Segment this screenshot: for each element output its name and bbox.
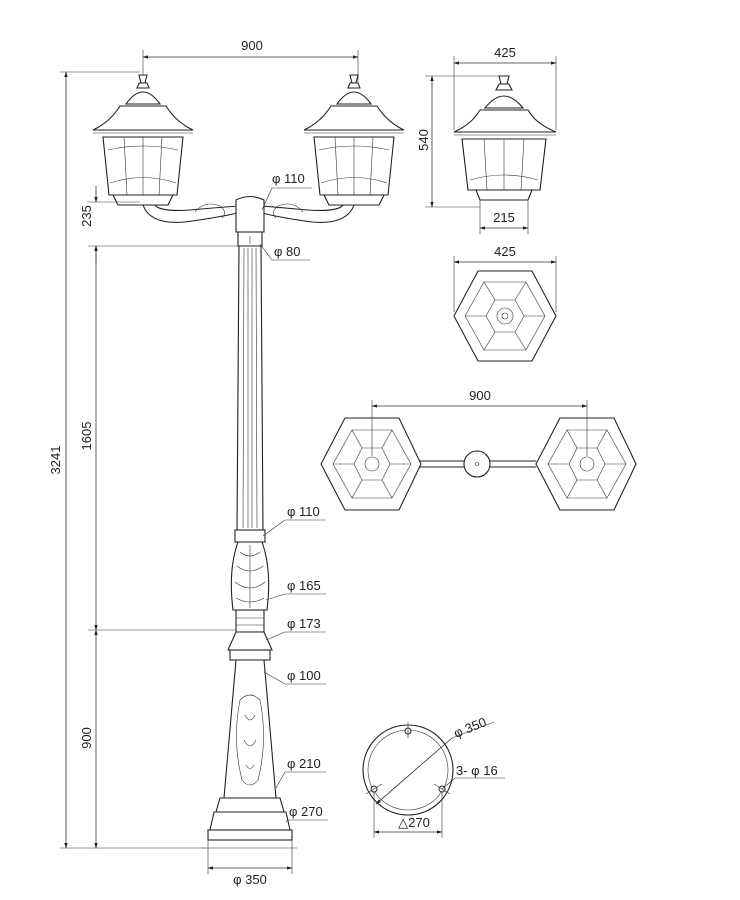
leader-phi-100: φ 100 <box>263 668 326 685</box>
leader-phi-80-label: φ 80 <box>274 244 301 259</box>
base-flange-view <box>362 722 454 816</box>
leader-phi-270: φ 270 <box>285 804 328 823</box>
fluted-shaft <box>234 245 266 543</box>
dim-total-height: 3241 <box>48 71 205 849</box>
leader-phi-110-top: φ 110 <box>261 171 312 211</box>
dim-bolt-pcd-label: △270 <box>398 815 430 830</box>
leader-phi-110-mid-label: φ 110 <box>287 504 320 519</box>
leader-phi-270-label: φ 270 <box>289 804 323 819</box>
dim-lantern-width: 425 <box>453 45 557 130</box>
leader-phi-210: φ 210 <box>275 756 326 789</box>
lantern-plan-view <box>453 270 557 362</box>
dim-top-span: 900 <box>142 38 359 82</box>
leader-phi-173: φ 173 <box>265 616 326 641</box>
leader-phi-80: φ 80 <box>259 243 310 261</box>
dim-shaft-height-label: 1605 <box>79 422 94 451</box>
left-lantern <box>92 74 194 206</box>
leader-phi-165: φ 165 <box>265 578 326 601</box>
dim-plan-span: 900 <box>371 388 588 456</box>
dim-lantern-width-label: 425 <box>494 45 516 60</box>
dim-lantern-height: 540 <box>416 75 498 208</box>
dim-lantern-base: 215 <box>479 200 529 234</box>
leader-phi-165-label: φ 165 <box>287 578 321 593</box>
leader-phi-100-label: φ 100 <box>287 668 321 683</box>
leader-bolt-holes: 3- φ 16 <box>441 763 505 790</box>
dim-base-height-label: 900 <box>79 727 94 749</box>
dim-phi-350-bottom: φ 350 <box>207 840 293 887</box>
lamp-arms <box>142 195 355 247</box>
lantern-side-view <box>453 75 557 201</box>
base-pedestal <box>203 631 297 849</box>
ornamental-collar <box>230 541 270 633</box>
dim-shaft-height: 1605 <box>79 245 236 631</box>
double-plan-view <box>320 417 637 511</box>
leader-flange-dia-label: φ 350 <box>452 714 489 741</box>
leader-bolt-holes-label: 3- φ 16 <box>456 763 498 778</box>
dim-phi-350-bottom-label: φ 350 <box>233 872 267 887</box>
leader-phi-173-label: φ 173 <box>287 616 321 631</box>
leader-phi-110-mid: φ 110 <box>262 504 326 537</box>
dim-plan-lantern-width-label: 425 <box>494 244 516 259</box>
dim-top-span-label: 900 <box>241 38 263 53</box>
right-lantern <box>303 74 405 206</box>
dim-arm-height-label: 235 <box>79 205 94 227</box>
dim-bolt-pcd: △270 <box>373 792 443 838</box>
dim-base-height: 900 <box>79 629 98 849</box>
dim-plan-lantern-width: 425 <box>453 244 557 312</box>
dim-lantern-height-label: 540 <box>416 129 431 151</box>
dim-lantern-base-label: 215 <box>493 210 515 225</box>
dim-plan-span-label: 900 <box>469 388 491 403</box>
leader-phi-110-top-label: φ 110 <box>272 171 305 186</box>
dim-total-height-label: 3241 <box>48 446 63 475</box>
leader-phi-210-label: φ 210 <box>287 756 321 771</box>
